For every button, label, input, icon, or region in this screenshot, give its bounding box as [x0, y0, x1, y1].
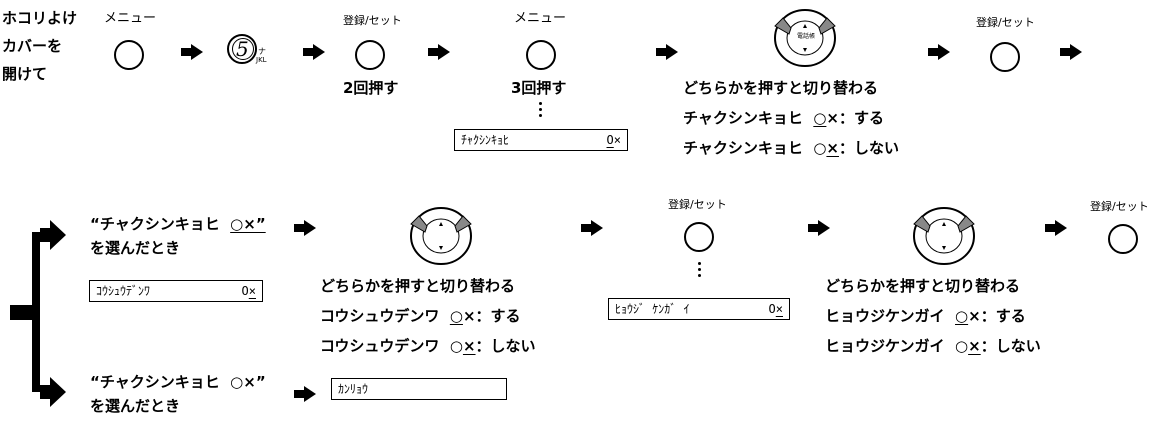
instruction-open-cover-3: 開けて — [2, 65, 48, 83]
lcd-text: ﾁｬｸｼﾝｷｮﾋ — [461, 133, 510, 147]
case-chakushin-on-suffix: を選んだとき — [90, 239, 181, 257]
key-5-letters: JKL — [256, 56, 267, 64]
option-x-mark: × — [968, 337, 981, 355]
option-name: コウシュウデンワ — [320, 307, 440, 325]
arrow-right-icon — [1060, 44, 1082, 60]
lcd-o-mark: O — [768, 302, 776, 316]
option-o-mark: ○ — [813, 139, 827, 157]
instruction-open-cover-1: ホコリよけ — [2, 9, 78, 27]
arrow-right-icon — [294, 386, 316, 402]
branch-connector — [10, 220, 66, 407]
instruction-open-cover-2: カバーを — [2, 37, 63, 55]
option-koushu-on: コウシュウデンワ ○×：する — [320, 306, 521, 326]
menu-button-2[interactable] — [526, 40, 556, 70]
toggle-note-2: どちらかを押すと切り替わる — [320, 277, 516, 295]
option-x-mark: × — [826, 139, 839, 157]
arrow-right-icon — [808, 220, 830, 236]
lcd-display-chakushin: ﾁｬｸｼﾝｷｮﾋ O× — [454, 129, 628, 151]
press-twice-text: 2回押す — [343, 79, 399, 97]
case-quote: “チャクシンキョヒ — [90, 215, 220, 233]
register-set-label-4: 登録/セット — [1090, 200, 1149, 213]
lcd-display-kanryou: ｶﾝﾘｮｳ — [331, 378, 507, 400]
lcd-display-hyouji: ﾋｮｳｼﾞ ｹﾝｶﾞ ｲ O× — [608, 298, 790, 320]
option-name: チャクシンキョヒ — [683, 139, 803, 157]
option-suffix: ：する — [838, 109, 884, 127]
option-hyouji-off: ヒョウジケンガイ ○×：しない — [825, 336, 1041, 356]
press-thrice-text: 3回押す — [511, 79, 567, 97]
option-chakushin-off: チャクシンキョヒ ○×：しない — [683, 138, 899, 158]
option-name: チャクシンキョヒ — [683, 109, 803, 127]
menu-button[interactable] — [114, 40, 144, 70]
option-o-mark: ○ — [813, 109, 827, 127]
case-chakushin-on: “チャクシンキョヒ ○×” — [90, 214, 266, 234]
lcd-display-koushu: ｺｳｼｭｳﾃﾞﾝﾜ O× — [89, 280, 263, 302]
case-chakushin-off-suffix: を選んだとき — [90, 397, 181, 415]
lcd-o-mark: O — [241, 284, 249, 298]
case-quote: “チャクシンキョヒ — [90, 373, 220, 391]
option-x-mark: × — [462, 337, 476, 355]
key-5-kana: ナ — [258, 47, 266, 56]
register-set-button-2[interactable] — [990, 42, 1020, 72]
option-suffix: ：しない — [838, 139, 899, 157]
menu-label: メニュー — [104, 11, 157, 26]
lcd-text: ｶﾝﾘｮｳ — [338, 382, 369, 396]
option-o-mark: ○ — [449, 337, 463, 355]
navigation-dial-icon[interactable] — [409, 206, 473, 266]
arrow-right-icon — [428, 44, 450, 60]
arrow-right-icon — [303, 44, 325, 60]
continuation-dots — [698, 262, 702, 280]
dial-center-label: 電話帳 — [797, 33, 816, 40]
lcd-x-mark: × — [775, 302, 783, 316]
arrow-right-icon — [181, 44, 203, 60]
option-x-mark: × — [826, 109, 839, 127]
arrow-right-icon — [928, 44, 950, 60]
option-suffix: ：する — [980, 307, 1026, 325]
arrow-right-icon — [294, 220, 316, 236]
option-o-mark: ○ — [449, 307, 463, 325]
register-set-button-3[interactable] — [684, 222, 714, 252]
register-set-button[interactable] — [355, 40, 385, 70]
option-suffix: ：しない — [980, 337, 1041, 355]
key-5-digit: 5 — [236, 37, 249, 61]
arrow-right-icon — [1045, 220, 1067, 236]
option-suffix: ：する — [475, 307, 521, 325]
option-x-mark: × — [462, 307, 476, 325]
arrow-right-icon — [581, 220, 603, 236]
arrow-right-icon — [656, 44, 678, 60]
lcd-x-mark: × — [613, 133, 621, 147]
option-suffix: ：しない — [475, 337, 536, 355]
option-chakushin-on: チャクシンキョヒ ○×：する — [683, 108, 884, 128]
lcd-o-mark: O — [606, 133, 614, 147]
option-o-mark: ○ — [955, 307, 969, 325]
case-ox-mark: ○×” — [230, 373, 266, 391]
option-x-mark: × — [968, 307, 981, 325]
option-name: ヒョウジケンガイ — [825, 307, 945, 325]
register-set-label: 登録/セット — [343, 14, 402, 27]
option-koushu-off: コウシュウデンワ ○×：しない — [320, 336, 536, 356]
register-set-label-3: 登録/セット — [668, 198, 727, 211]
lcd-x-mark: × — [248, 284, 256, 298]
lcd-text: ﾋｮｳｼﾞ ｹﾝｶﾞ ｲ — [615, 302, 690, 316]
toggle-note-3: どちらかを押すと切り替わる — [825, 277, 1021, 295]
register-set-label-2: 登録/セット — [976, 16, 1035, 29]
option-hyouji-on: ヒョウジケンガイ ○×：する — [825, 306, 1026, 326]
case-o-mark: ○×” — [230, 215, 266, 233]
case-chakushin-off: “チャクシンキョヒ ○×” — [90, 372, 266, 392]
navigation-dial-icon[interactable] — [912, 206, 976, 266]
menu-label-2: メニュー — [514, 11, 567, 26]
option-name: コウシュウデンワ — [320, 337, 440, 355]
option-name: ヒョウジケンガイ — [825, 337, 945, 355]
toggle-note: どちらかを押すと切り替わる — [683, 79, 879, 97]
register-set-button-4[interactable] — [1108, 224, 1138, 254]
option-o-mark: ○ — [955, 337, 969, 355]
key-5-button[interactable]: 5 — [227, 34, 257, 64]
continuation-dots — [539, 102, 543, 120]
lcd-text: ｺｳｼｭｳﾃﾞﾝﾜ — [96, 284, 151, 298]
navigation-dial-icon[interactable] — [773, 8, 837, 68]
